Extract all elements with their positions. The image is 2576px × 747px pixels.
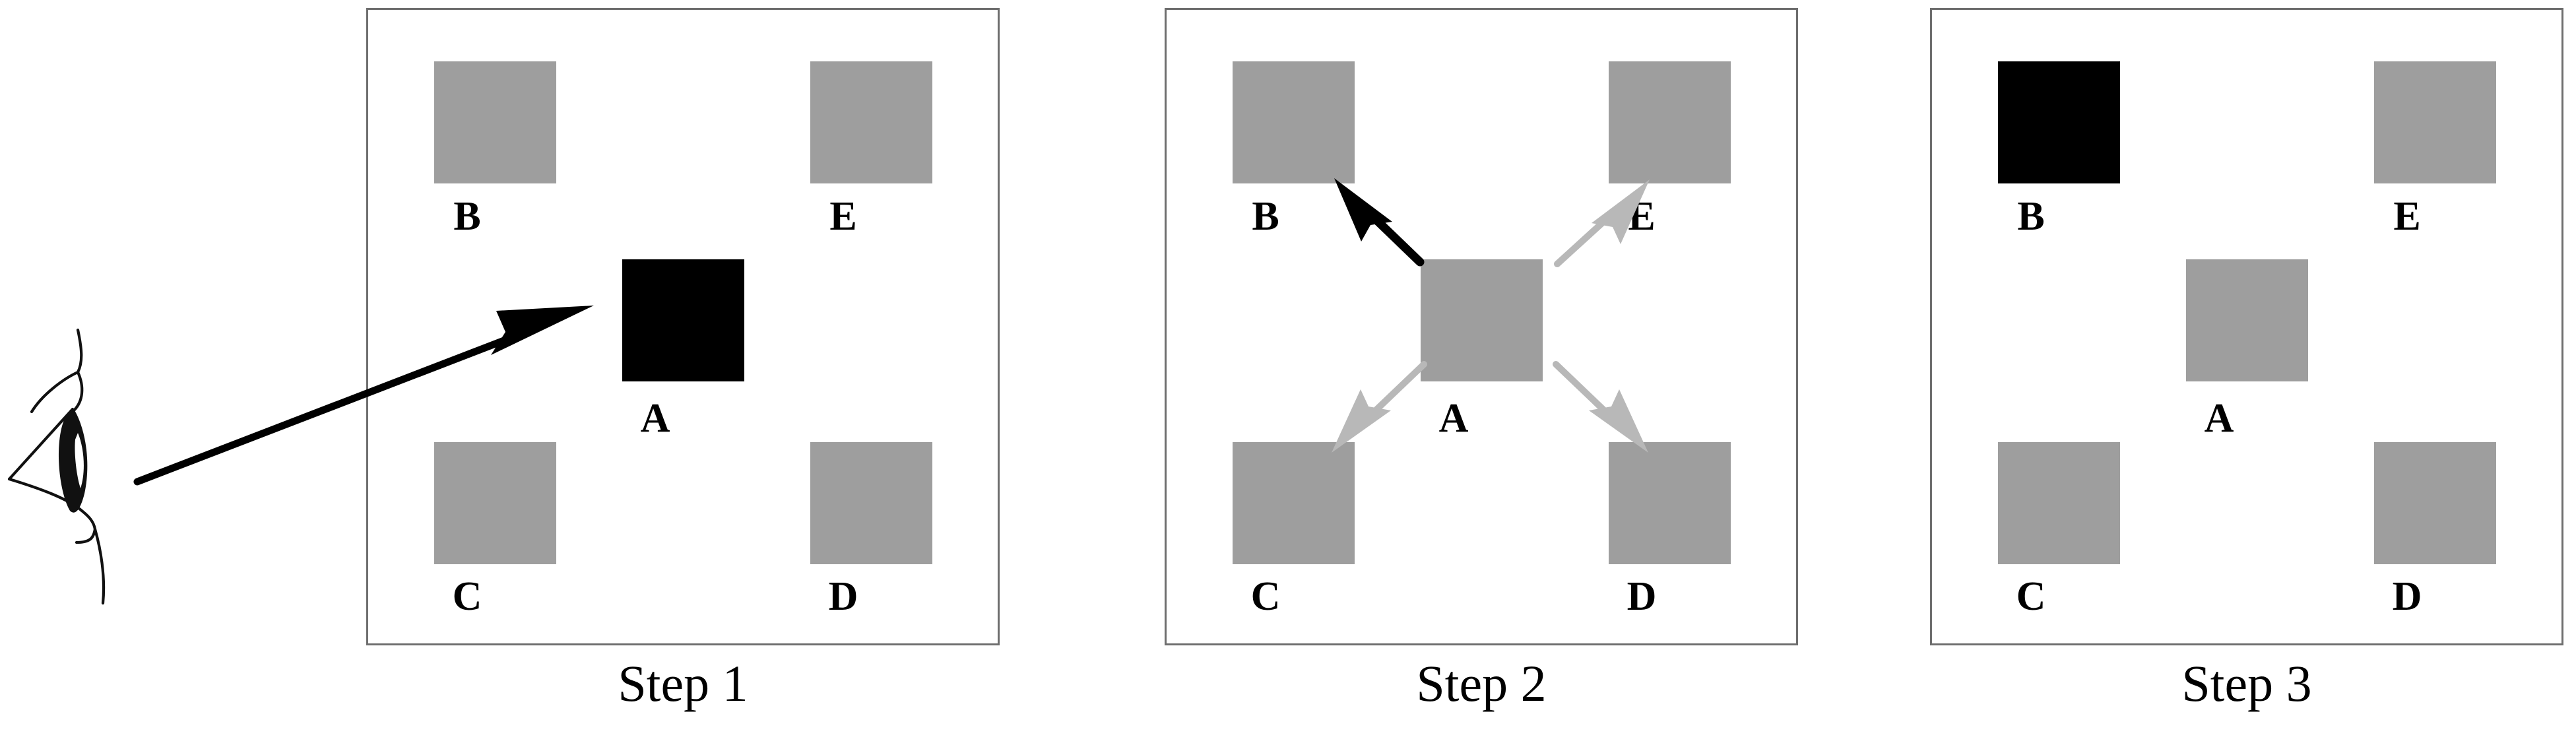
square-label-A: A [2204,396,2234,441]
square-label-B: B [2017,194,2045,239]
square-E[interactable] [810,61,932,183]
square-D[interactable] [2374,442,2496,564]
eye-profile-icon [7,328,106,605]
square-C[interactable] [1998,442,2120,564]
panel-step-3: B E A C D [1930,8,2563,645]
square-E[interactable] [1609,61,1731,183]
square-D[interactable] [810,442,932,564]
square-label-E: E [2393,194,2421,239]
square-label-C: C [1250,574,1281,619]
step-caption-1: Step 1 [618,655,748,712]
square-label-C: C [2016,574,2046,619]
square-label-E: E [1628,194,1656,239]
square-A[interactable] [622,259,744,381]
square-label-A: A [1438,396,1469,441]
square-A[interactable] [1421,259,1543,381]
square-D[interactable] [1609,442,1731,564]
square-label-D: D [828,574,858,619]
square-label-D: D [2392,574,2422,619]
panel-step-2: B E A C D [1165,8,1798,645]
eye-pupil-shape [58,409,88,513]
square-E[interactable] [2374,61,2496,183]
square-C[interactable] [434,442,556,564]
square-B[interactable] [434,61,556,183]
step-caption-2: Step 2 [1416,655,1547,712]
square-label-A: A [640,396,670,441]
step-caption-3: Step 3 [2181,655,2312,712]
square-C[interactable] [1233,442,1355,564]
square-label-C: C [452,574,482,619]
panel-step-1: B E A C D [366,8,1000,645]
square-B[interactable] [1233,61,1355,183]
square-label-B: B [1252,194,1279,239]
square-A[interactable] [2186,259,2308,381]
square-label-B: B [453,194,481,239]
square-label-D: D [1626,574,1657,619]
square-label-E: E [829,194,857,239]
square-B[interactable] [1998,61,2120,183]
